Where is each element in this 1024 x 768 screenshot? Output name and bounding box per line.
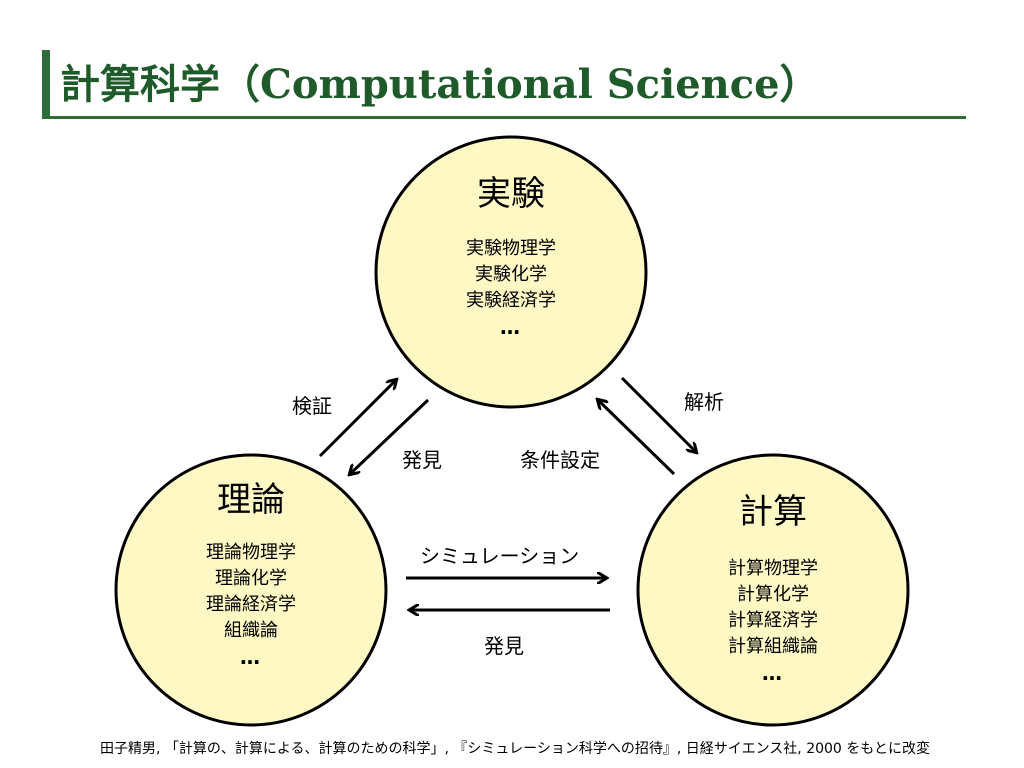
computation-items: 計算物理学 計算化学 計算経済学 計算組織論 …	[673, 556, 873, 686]
experiment-circle	[374, 135, 648, 409]
computation-heading: 計算	[739, 492, 807, 532]
title-underline	[42, 116, 966, 119]
theory-item: 組織論	[224, 620, 278, 641]
simulation-label: シミュレーション	[420, 544, 580, 568]
computation-ellipsis: …	[762, 661, 784, 685]
theory-item: 理論化学	[215, 568, 287, 589]
theory-item: 理論経済学	[206, 594, 296, 615]
condition-setting-label: 条件設定	[520, 448, 600, 472]
experiment-ellipsis: …	[500, 315, 522, 339]
analysis-label: 解析	[684, 390, 724, 414]
theory-items: 理論物理学 理論化学 理論経済学 組織論 …	[151, 540, 351, 670]
page-title: 計算科学（Computational Science）	[60, 61, 820, 108]
discovery-left-arrow	[350, 398, 430, 474]
computation-item: 計算化学	[737, 584, 809, 605]
theory-circle	[114, 453, 388, 727]
computation-item: 計算物理学	[728, 558, 818, 579]
title-accent-bar	[42, 50, 50, 118]
theory-heading: 理論	[217, 480, 285, 520]
computation-item: 計算経済学	[728, 610, 818, 631]
analysis-arrow	[620, 376, 696, 452]
condition-setting-arrow	[598, 400, 676, 476]
verification-label: 検証	[292, 394, 332, 418]
source-citation: 田子精男, 「計算の、計算による、計算のための科学」, 『シミュレーション科学へ…	[100, 741, 930, 757]
verification-arrow	[318, 380, 396, 458]
experiment-items: 実験物理学 実験化学 実験経済学 …	[411, 236, 611, 340]
experiment-item: 実験化学	[475, 264, 547, 285]
computation-circle	[636, 453, 910, 727]
discovery-left-label: 発見	[402, 448, 442, 472]
experiment-heading: 実験	[477, 174, 545, 214]
computation-item: 計算組織論	[728, 636, 818, 657]
theory-item: 理論物理学	[206, 542, 296, 563]
experiment-item: 実験物理学	[466, 238, 556, 259]
experiment-item: 実験経済学	[466, 290, 556, 311]
theory-ellipsis: …	[240, 645, 262, 669]
discovery-bottom-label: 発見	[484, 634, 524, 658]
